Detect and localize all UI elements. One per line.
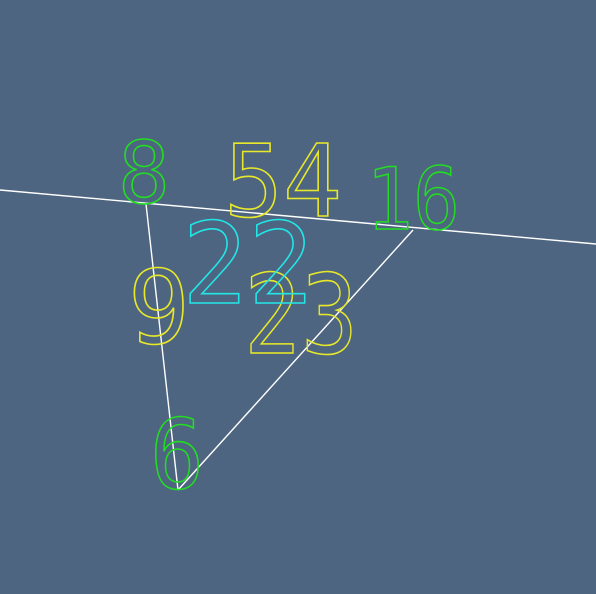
right-edge (177, 229, 414, 491)
angle-label: 22 (182, 200, 314, 330)
vertex-label-top-left: 8 (118, 124, 170, 224)
length-label-top: 54 (224, 123, 342, 240)
length-label-left: 9 (128, 249, 190, 368)
vertex-label-top-right: 16 (366, 150, 460, 250)
length-label-right: 23 (244, 251, 358, 379)
left-edge (145, 203, 179, 491)
top-line (0, 189, 596, 245)
vertex-label-bottom: 6 (150, 399, 204, 511)
